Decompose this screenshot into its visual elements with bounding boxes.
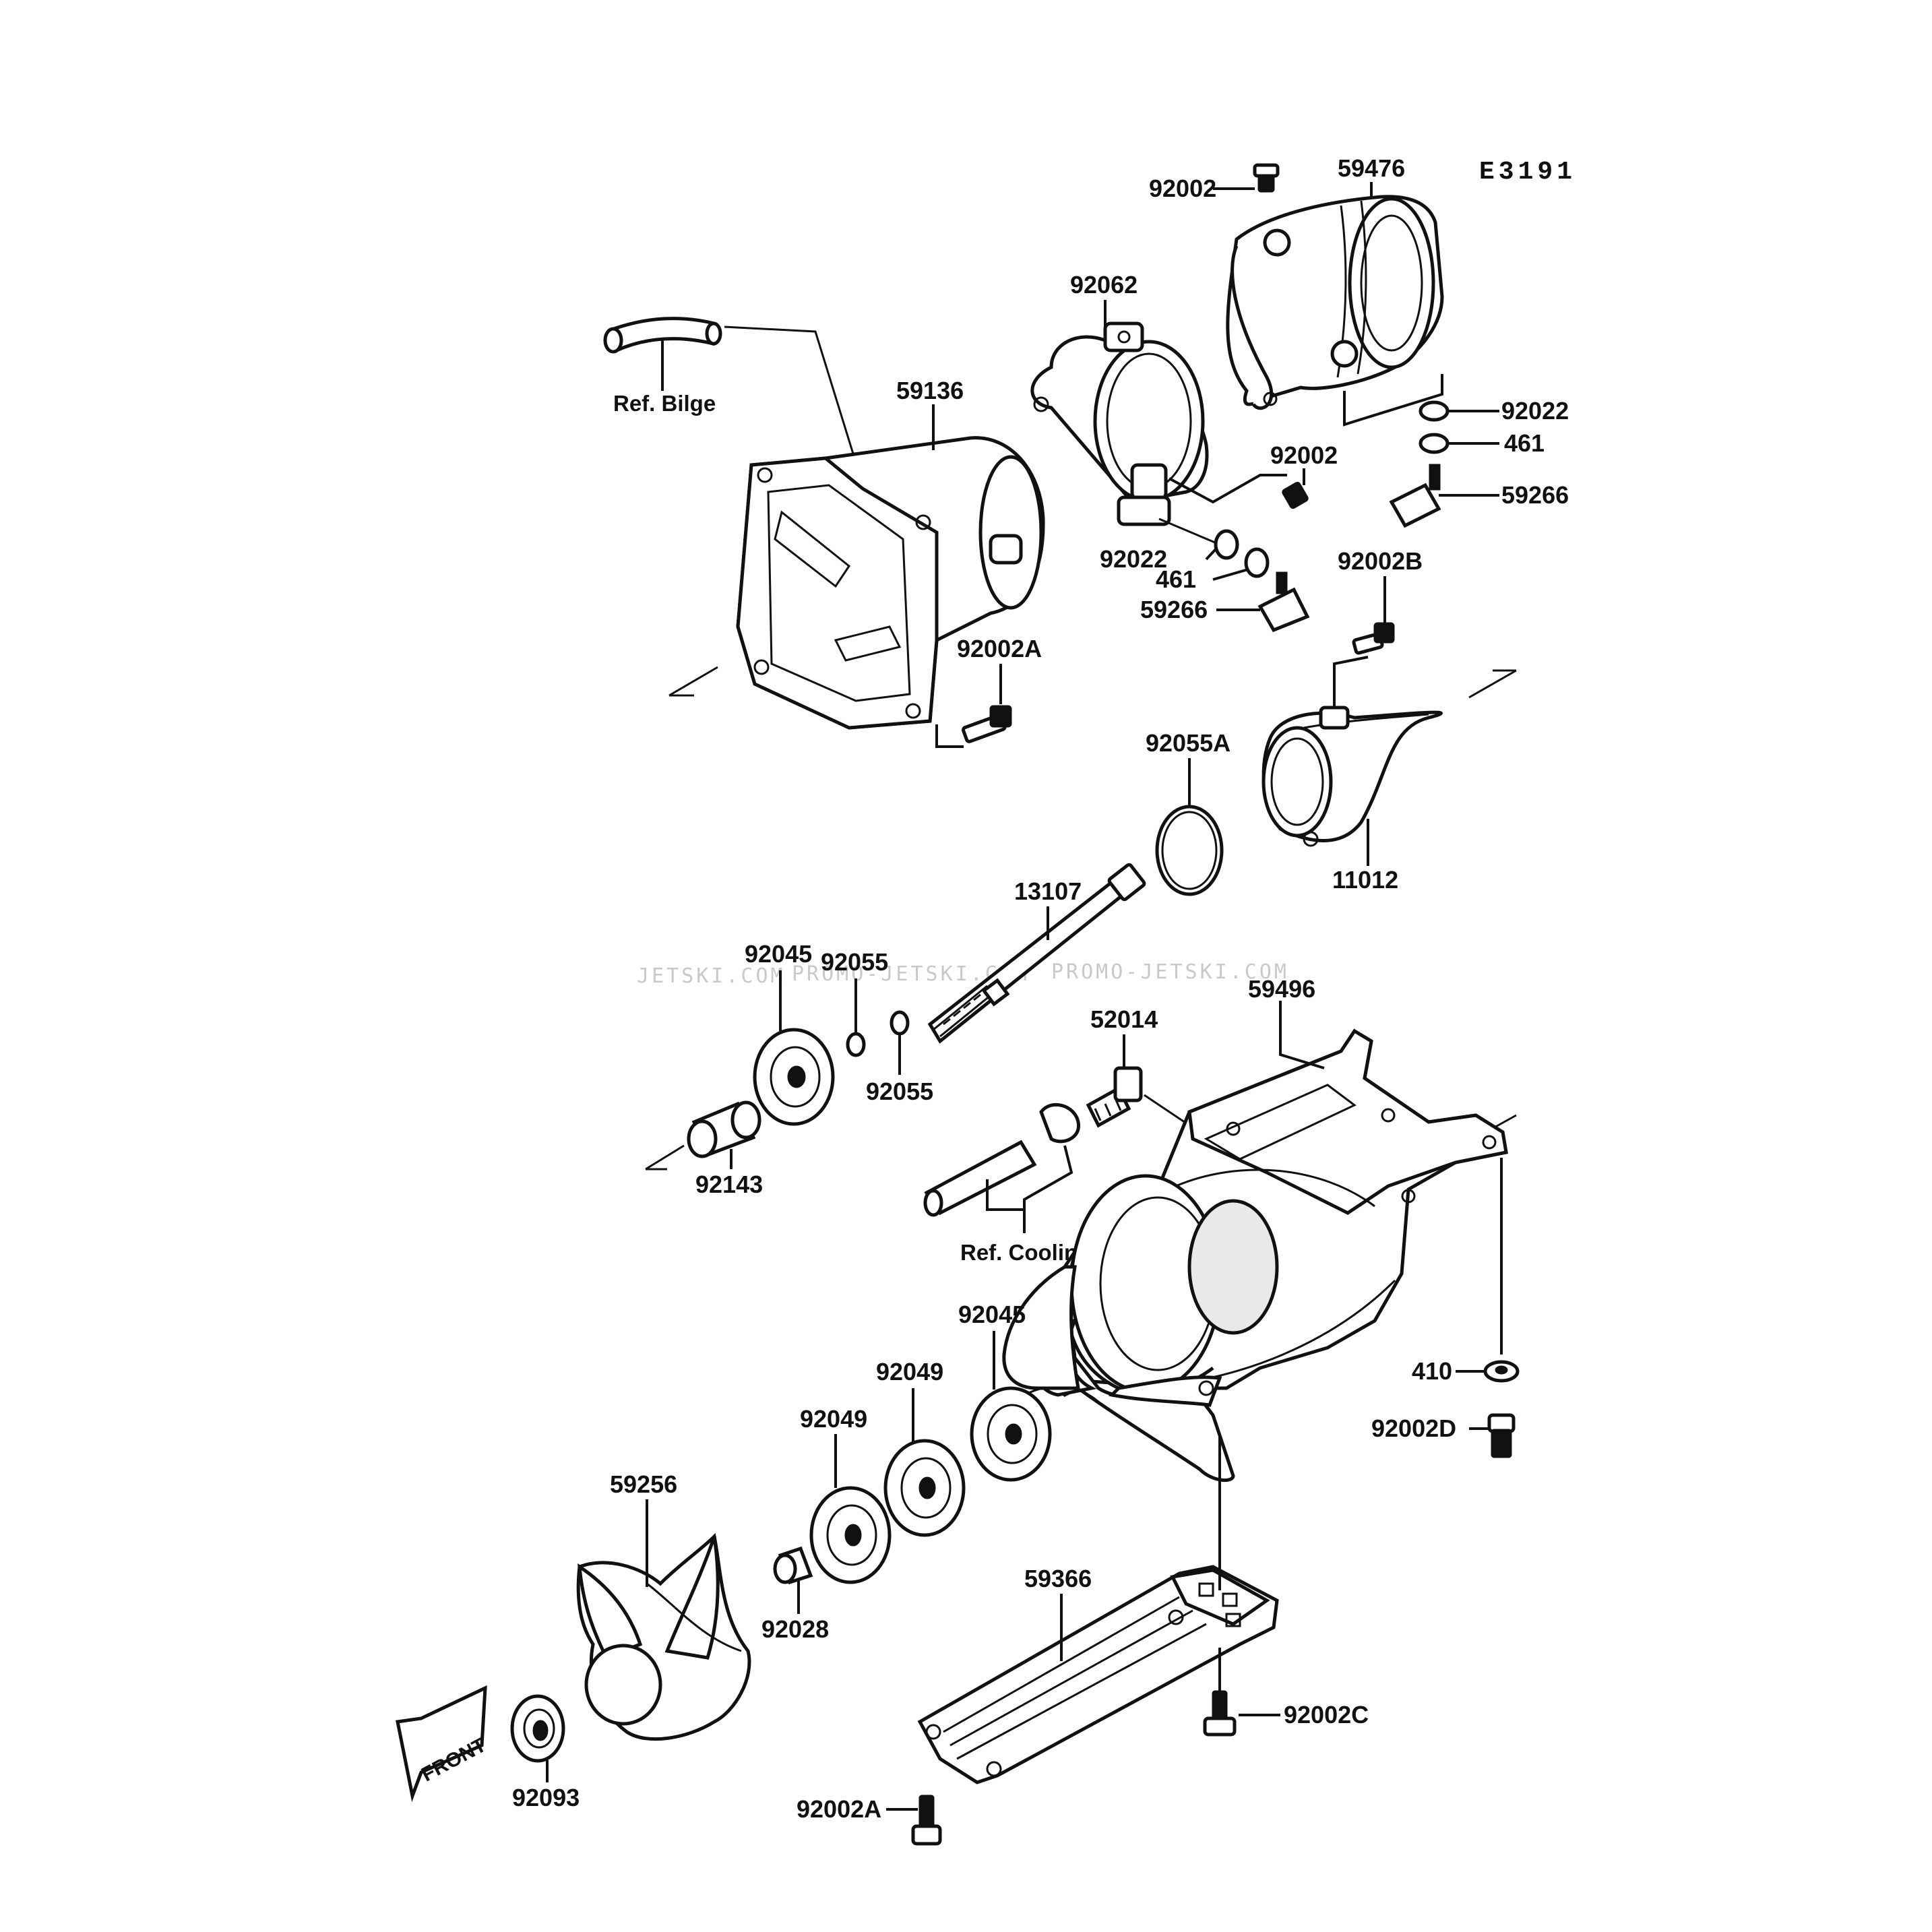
label-92002A-low: 92002A	[797, 1795, 881, 1823]
label-410: 410	[1412, 1357, 1452, 1385]
part-11012-pump-cap	[1261, 706, 1443, 847]
label-92002D: 92002D	[1371, 1414, 1456, 1442]
diagram-code: E3191	[1479, 158, 1576, 187]
label-13107: 13107	[1014, 877, 1082, 905]
part-59366-ride-plate	[917, 1565, 1279, 1784]
part-92002A-top-bolt	[962, 705, 1012, 743]
label-92055A: 92055A	[1146, 729, 1230, 757]
part-59136-pump-housing	[736, 436, 1045, 730]
label-92002-top: 92002	[1149, 175, 1216, 202]
part-92045-bearing-low	[970, 1386, 1052, 1482]
part-59496-pump-case	[1024, 1028, 1508, 1483]
part-59476-steering-nozzle	[1226, 195, 1444, 410]
ref-bilge-label: Ref. Bilge	[613, 391, 716, 416]
part-92002-top-bolt	[1253, 163, 1280, 193]
label-92002C: 92002C	[1284, 1701, 1369, 1728]
label-59256: 59256	[610, 1470, 677, 1498]
part-92002-mid-bolt	[1282, 481, 1309, 509]
part-92062-clamp	[1030, 321, 1209, 526]
part-13107-drive-shaft	[927, 863, 1146, 1044]
label-59136: 59136	[896, 377, 964, 404]
label-59266-left: 59266	[1140, 596, 1208, 623]
watermark: JETSKI.COM PROMO-JETSKI.COM PROMO-JETSKI…	[637, 960, 1289, 988]
label-461-right: 461	[1504, 429, 1545, 457]
part-461-washer-left	[1244, 547, 1270, 578]
label-92062: 92062	[1070, 271, 1138, 299]
part-92055-washer-a	[846, 1032, 866, 1057]
part-92002A-low-bolt	[911, 1795, 942, 1846]
watermark-right: PROMO-JETSKI.COM	[1051, 960, 1289, 984]
label-59266-right: 59266	[1501, 481, 1569, 509]
label-92045-top: 92045	[745, 940, 812, 968]
label-52014: 52014	[1090, 1005, 1158, 1033]
label-92055-a: 92055	[821, 948, 888, 976]
part-92049-bearing-b	[883, 1439, 966, 1537]
part-461-washer-right	[1419, 433, 1450, 454]
part-92049-bearing-a	[809, 1486, 892, 1584]
label-92093: 92093	[512, 1784, 580, 1811]
part-92093-seal	[510, 1694, 565, 1763]
label-59496: 59496	[1248, 975, 1315, 1003]
part-59266-fitting-left	[1257, 571, 1310, 633]
label-92028: 92028	[761, 1615, 829, 1643]
label-92049-b: 92049	[876, 1358, 943, 1385]
part-410-washer	[1483, 1360, 1520, 1383]
label-92049-a: 92049	[800, 1405, 867, 1433]
part-92055A-o-ring	[1155, 805, 1224, 896]
label-92022-right: 92022	[1501, 397, 1569, 425]
part-92022-washer-left	[1214, 529, 1239, 560]
front-arrow-icon: FRONT	[396, 1685, 490, 1803]
part-92045-bearing-top	[753, 1028, 835, 1126]
part-59266-fitting-right	[1389, 464, 1441, 528]
label-92045-low: 92045	[958, 1301, 1026, 1328]
part-52014-fitting	[1086, 1066, 1143, 1128]
label-59476: 59476	[1338, 154, 1405, 182]
label-92002A-top: 92002A	[957, 635, 1042, 662]
part-92002D-bolt	[1487, 1413, 1516, 1458]
label-461-left: 461	[1156, 565, 1196, 593]
part-92055-washer-b	[890, 1010, 910, 1036]
watermark-left: JETSKI.COM	[637, 964, 786, 988]
part-92022-washer-right	[1419, 400, 1450, 422]
label-59366: 59366	[1024, 1565, 1092, 1592]
label-92022-left: 92022	[1100, 545, 1167, 573]
label-92002B: 92002B	[1338, 547, 1423, 575]
label-92143: 92143	[695, 1171, 763, 1198]
label-11012: 11012	[1332, 866, 1398, 894]
part-92002B-bolt	[1352, 622, 1395, 655]
label-92002-mid: 92002	[1270, 441, 1338, 469]
part-cooling-hose	[923, 1102, 1080, 1217]
part-92143-sleeve	[687, 1100, 761, 1158]
part-92028-collar	[773, 1546, 813, 1585]
part-59256-impeller	[576, 1532, 751, 1741]
part-bilge-hose	[603, 317, 722, 354]
part-92002C-bolt	[1203, 1690, 1237, 1737]
label-92055-b: 92055	[866, 1078, 933, 1105]
